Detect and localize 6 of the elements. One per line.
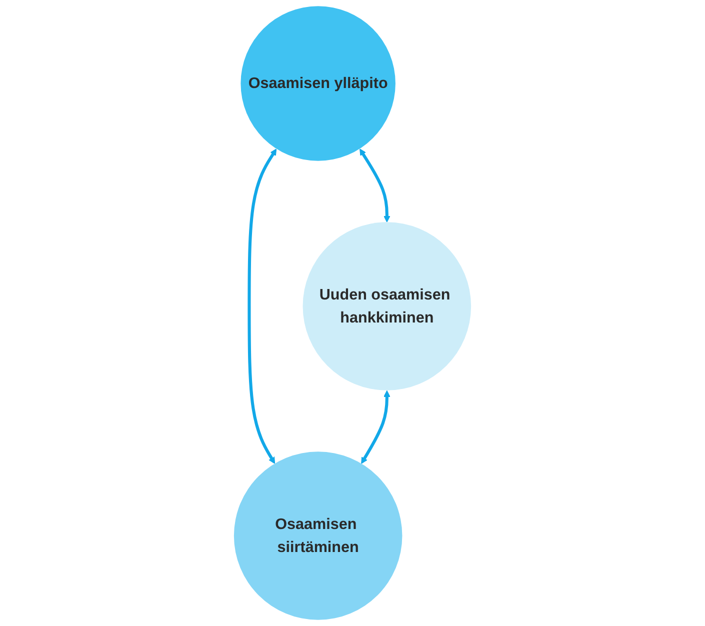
- arrow: [248, 148, 277, 464]
- arrow: [361, 390, 390, 464]
- arrow: [360, 148, 390, 222]
- node-circle: Osaamisen siirtäminen: [234, 452, 402, 620]
- node-circle: Uuden osaamisen hankkiminen: [302, 222, 472, 390]
- node-circle: Osaamisen ylläpito: [240, 6, 396, 161]
